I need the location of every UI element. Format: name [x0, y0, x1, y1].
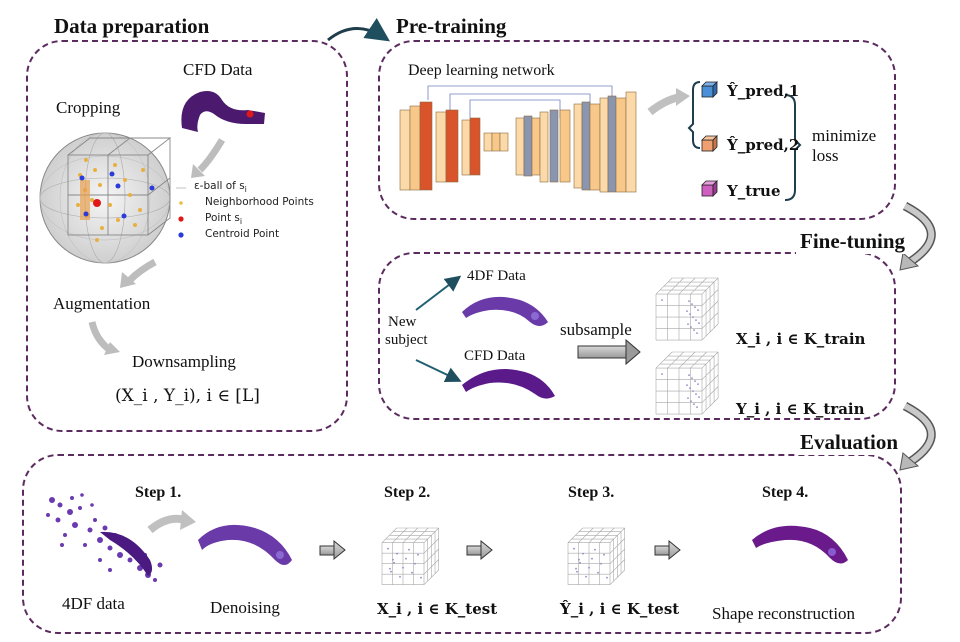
- step1-label: Step 1.: [135, 484, 182, 501]
- network-title: Deep learning network: [408, 62, 555, 79]
- ft-cfd-label: CFD Data: [464, 348, 526, 364]
- cube-icon-pred2: [701, 135, 718, 152]
- fine-tuning-panel: [378, 252, 896, 420]
- x-test-label: X_i , i ∈ K_test: [377, 600, 498, 618]
- downsampling-label: Downsampling: [132, 352, 236, 371]
- output-true: Y_true: [727, 182, 781, 200]
- cropping-label: Cropping: [56, 98, 121, 117]
- ft-y-label: Y_i , i ∈ K_train: [736, 400, 865, 418]
- data-preparation-panel: [26, 40, 348, 432]
- cube-icon-pred1: [701, 81, 718, 98]
- section-title-fine-tuning: Fine-tuning: [796, 229, 910, 254]
- grid-cube-x-test: [381, 527, 439, 585]
- output-pred1: Ŷ_pred,1: [727, 82, 800, 100]
- step3-label: Step 3.: [568, 484, 615, 501]
- eval-4df-label: 4DF data: [62, 594, 125, 613]
- loss-label-line2: loss: [812, 146, 839, 165]
- legend-point: Point si: [205, 212, 243, 227]
- augmentation-label: Augmentation: [53, 294, 151, 313]
- cfd-data-label: CFD Data: [183, 60, 253, 79]
- y-test-label: Ŷ_i , i ∈ K_test: [560, 600, 680, 618]
- subsample-label: subsample: [560, 320, 632, 339]
- training-pairs-formula: (X_i , Y_i), i ∈ [L]: [115, 386, 260, 406]
- cfd-vessel-shape-ft: [462, 368, 555, 399]
- loss-label-line1: minimize: [812, 126, 877, 145]
- section-title-pre-training: Pre-training: [392, 14, 511, 39]
- cropping-sphere: [39, 132, 172, 264]
- denoising-label: Denoising: [210, 598, 280, 617]
- section-title-data-preparation: Data preparation: [50, 14, 214, 39]
- new-subject-line2: subject: [385, 332, 428, 348]
- legend-neighborhood: Neighborhood Points: [205, 196, 314, 208]
- cfd-vessel-shape: [181, 91, 265, 132]
- shape-reconstruction-label: Shape reconstruction: [712, 604, 856, 623]
- cube-icon-true: [701, 180, 718, 197]
- output-pred2: Ŷ_pred,2: [727, 136, 800, 154]
- legend-eps-ball: ε-ball of si: [194, 180, 247, 195]
- grid-cube-y-train: [655, 351, 719, 415]
- noisy-4df-cloud: [46, 493, 163, 582]
- step2-label: Step 2.: [384, 484, 431, 501]
- denoised-vessel-shape: [198, 524, 292, 565]
- new-subject-line1: New: [388, 314, 417, 330]
- step-arrows: [319, 539, 681, 561]
- ft-x-label: X_i , i ∈ K_train: [736, 330, 866, 348]
- flow-arrow-prep-to-pretrain: [327, 18, 390, 42]
- step4-label: Step 4.: [762, 484, 809, 501]
- legend-centroid: Centroid Point: [205, 228, 280, 240]
- 4df-vessel-shape: [462, 296, 548, 326]
- section-title-evaluation: Evaluation: [796, 430, 903, 455]
- pre-training-panel: [378, 40, 896, 220]
- ft-4df-label: 4DF Data: [467, 268, 526, 284]
- grid-cube-y-test: [567, 527, 625, 585]
- grid-cube-x-train: [655, 277, 719, 341]
- reconstructed-vessel-shape: [752, 525, 848, 564]
- evaluation-panel: [22, 454, 902, 634]
- network-diagram: [399, 85, 637, 193]
